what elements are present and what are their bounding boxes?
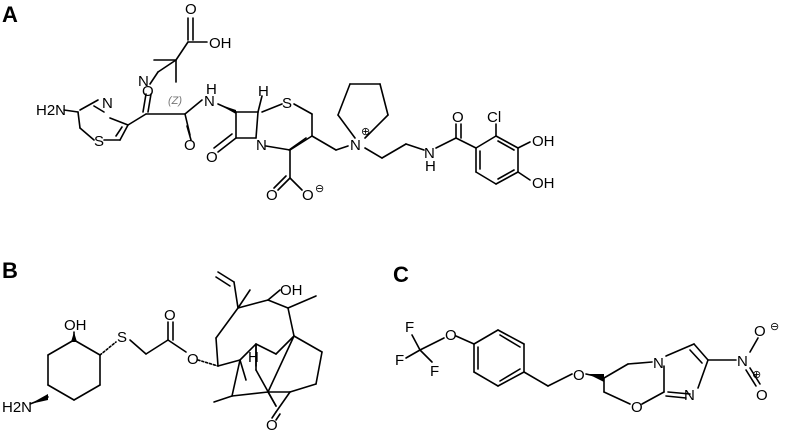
atom-label: O	[187, 351, 199, 368]
atom-label: N	[204, 93, 215, 110]
wedge-bond-b	[71, 332, 77, 342]
atom-label: F	[430, 363, 439, 380]
atom-label: O	[756, 387, 768, 404]
atom-label: H2N	[36, 102, 66, 119]
atom-label: O	[302, 187, 314, 204]
atom-label: H	[248, 349, 259, 366]
charge-label: ⊕	[361, 126, 370, 138]
charge-label: ⊕	[752, 369, 761, 381]
atom-label: O	[206, 149, 218, 166]
atom-label: O	[445, 327, 457, 344]
atom-label: N	[424, 145, 435, 162]
atom-label: OH	[209, 35, 232, 52]
atom-label: O	[754, 323, 766, 340]
atom-label: N	[653, 355, 664, 372]
atom-label: O	[631, 399, 643, 416]
atom-label: H2N	[2, 399, 32, 416]
atom-label: N	[138, 73, 149, 90]
atom-label: OH	[532, 133, 555, 150]
atom-label: S	[94, 133, 104, 150]
wedge-bond-a	[218, 104, 236, 114]
atom-label: H	[258, 83, 269, 100]
atom-label: H	[425, 158, 436, 175]
atom-label: N	[102, 95, 113, 112]
atom-label: OH	[532, 175, 555, 192]
atom-label: OH	[280, 282, 303, 299]
charge-label: ⊖	[315, 183, 324, 195]
atom-label: O	[164, 307, 176, 324]
molecule-c-bonds	[405, 329, 761, 405]
atom-label: N	[350, 137, 361, 154]
panel-label-a: A	[2, 2, 18, 27]
stereo-label: (Z)	[168, 95, 182, 107]
atom-label: O	[185, 1, 197, 18]
atom-label: H	[206, 81, 217, 98]
molecule-a-bonds	[63, 17, 531, 191]
wedge-bond-b	[30, 394, 48, 404]
atom-label: F	[405, 319, 414, 336]
atom-label: F	[395, 352, 404, 369]
atom-label: O	[142, 83, 154, 100]
atom-label: N	[256, 137, 267, 154]
atom-label: OH	[64, 317, 87, 334]
molecule-a: O OH O N (Z) H2N N S N H O H S O N O O ⊖…	[36, 1, 555, 204]
atom-label: Cl	[487, 109, 501, 126]
panel-label-c: C	[393, 262, 409, 287]
molecule-b-bonds	[29, 271, 323, 421]
atom-label: O	[452, 109, 464, 126]
molecule-c: F F F O O N N O N ⊕ O ⊖ O	[395, 319, 779, 416]
atom-label: O	[266, 187, 278, 204]
atom-label: O	[266, 417, 278, 432]
atom-label: O	[573, 367, 585, 384]
atom-label: N	[684, 387, 695, 404]
wedge-bond-c	[588, 374, 604, 382]
atom-label: S	[117, 329, 127, 346]
atom-label: O	[184, 137, 196, 154]
charge-label: ⊖	[770, 321, 779, 333]
atom-label: N	[737, 353, 748, 370]
panel-label-b: B	[2, 258, 18, 283]
molecule-b: OH OH S O O H2N H O	[2, 271, 323, 432]
atom-label: S	[282, 95, 292, 112]
